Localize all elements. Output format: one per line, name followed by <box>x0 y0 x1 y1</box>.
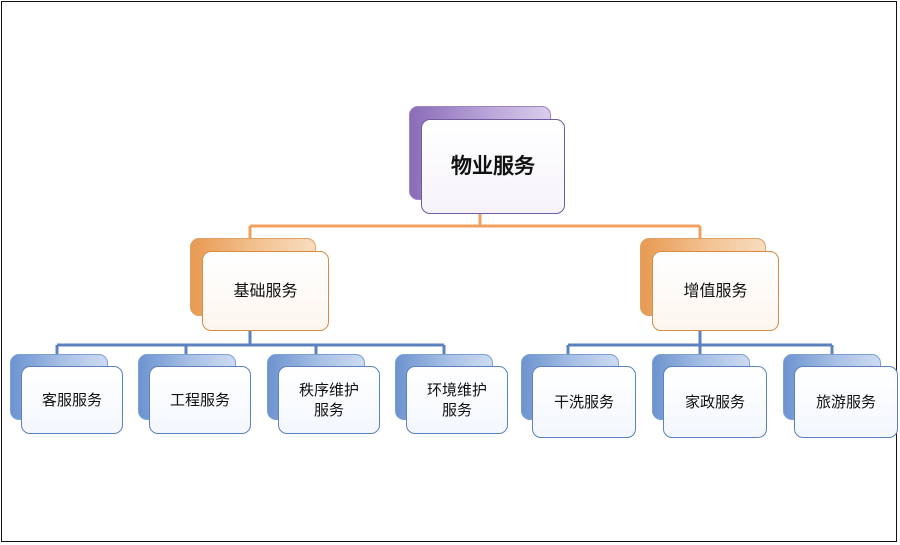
node-group-1-card: 基础服务 <box>202 251 329 331</box>
node-label: 干洗服务 <box>553 392 614 411</box>
connector-group-2-children <box>566 330 834 357</box>
node-label: 旅游服务 <box>815 392 876 411</box>
node-label: 家政服务 <box>684 392 745 411</box>
node-card: 秩序维护 服务 <box>278 366 380 434</box>
node-label: 环境维护 服务 <box>426 380 487 419</box>
node-group-2-label: 增值服务 <box>683 281 748 301</box>
node-card: 客服服务 <box>21 366 123 434</box>
node-card: 干洗服务 <box>532 366 636 438</box>
node-card: 旅游服务 <box>794 366 898 438</box>
node-card: 环境维护 服务 <box>406 366 508 434</box>
node-card: 家政服务 <box>663 366 767 438</box>
node-root-card: 物业服务 <box>421 119 565 214</box>
node-group-2-card: 增值服务 <box>652 251 779 331</box>
connector-group-1-children <box>55 330 446 357</box>
node-label: 秩序维护 服务 <box>298 380 359 419</box>
node-label: 客服服务 <box>41 390 102 409</box>
node-card: 工程服务 <box>149 366 251 434</box>
node-label: 工程服务 <box>169 390 230 409</box>
node-root-label: 物业服务 <box>451 154 535 179</box>
node-group-1-label: 基础服务 <box>233 281 298 301</box>
connector-root-to-groups <box>248 214 702 240</box>
